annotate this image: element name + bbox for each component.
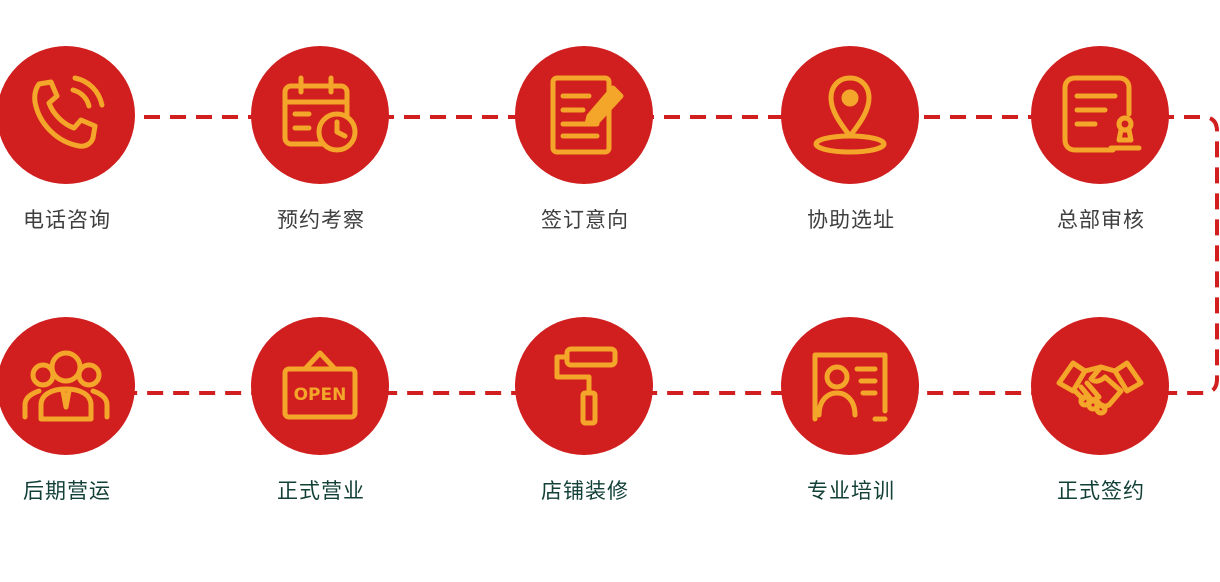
connector-row-1 (66, 115, 1219, 395)
step-phone-consult: 电话咨询 (0, 46, 137, 246)
id-card-icon (812, 352, 888, 422)
location-pin-icon (813, 75, 887, 155)
phone-icon (32, 75, 105, 149)
open-sign-text: OPEN (294, 385, 347, 405)
step-circle (251, 46, 389, 184)
step-label: 正式签约 (1057, 479, 1145, 503)
step-sign-intent: 签订意向 (515, 46, 655, 246)
step-circle (1031, 317, 1169, 455)
step-training: 专业培训 (781, 317, 921, 517)
step-circle (781, 46, 919, 184)
handshake-icon (1056, 360, 1144, 416)
step-label: 电话咨询 (23, 208, 111, 232)
step-formal-signing: 正式签约 (1031, 317, 1171, 517)
document-stamp-icon (1062, 75, 1142, 153)
step-label: 签订意向 (541, 208, 629, 232)
step-grand-opening: OPEN 正式营业 (251, 317, 391, 517)
open-sign-icon: OPEN (282, 350, 358, 420)
step-circle (781, 317, 919, 455)
calendar-clock-icon (282, 75, 358, 153)
step-label: 后期营运 (23, 479, 111, 503)
step-label: 正式营业 (277, 479, 365, 503)
step-hq-review: 总部审核 (1031, 46, 1171, 246)
step-circle (1031, 46, 1169, 184)
document-pen-icon (550, 75, 624, 155)
step-operations: 后期营运 (0, 317, 137, 517)
step-label: 预约考察 (277, 208, 365, 232)
step-circle (0, 317, 135, 455)
step-circle: OPEN (251, 317, 389, 455)
step-circle (0, 46, 135, 184)
step-site-selection: 协助选址 (781, 46, 921, 246)
step-circle (515, 46, 653, 184)
step-circle (515, 317, 653, 455)
step-store-renovation: 店铺装修 (515, 317, 655, 517)
step-label: 总部审核 (1057, 208, 1145, 232)
paint-roller-icon (554, 346, 618, 426)
step-appointment: 预约考察 (251, 46, 391, 246)
step-label: 店铺装修 (541, 479, 629, 503)
step-label: 协助选址 (807, 208, 895, 232)
step-label: 专业培训 (807, 479, 895, 503)
team-icon (22, 350, 110, 422)
